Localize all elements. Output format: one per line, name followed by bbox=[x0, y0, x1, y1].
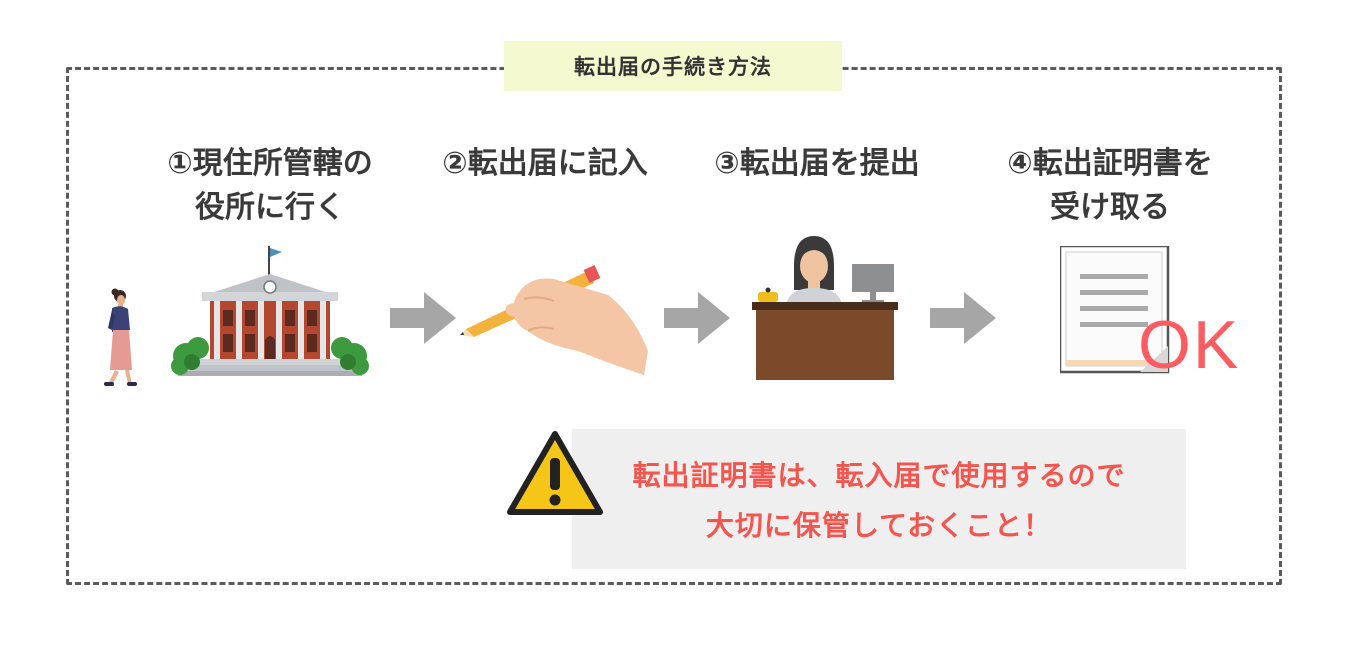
warning-line1: 転出証明書は、転入届で使用するので bbox=[632, 459, 1126, 492]
warning-box bbox=[572, 429, 1186, 569]
hand-writing-icon bbox=[460, 265, 648, 375]
warning-icon bbox=[507, 431, 603, 515]
arrow-right-icon bbox=[664, 292, 730, 344]
step-1-line1: ①現住所管轄の bbox=[167, 146, 373, 181]
warning-line2: 大切に保管しておくこと！ bbox=[705, 509, 1053, 542]
step-4-line2: 受け取る bbox=[1050, 190, 1170, 225]
warning-message: 転出証明書は、転入届で使用するので 大切に保管しておくこと！ bbox=[572, 451, 1186, 551]
city-hall-icon bbox=[171, 246, 369, 376]
step-3-label: ③転出届を提出 bbox=[697, 142, 937, 186]
step-4-label: ④転出証明書を 受け取る bbox=[990, 142, 1230, 230]
walking-person-icon bbox=[104, 288, 137, 386]
arrow-right-icon bbox=[390, 292, 456, 344]
step-1-line2: 役所に行く bbox=[195, 190, 345, 225]
step-2-label: ②転出届に記入 bbox=[420, 142, 670, 186]
step-4-line1: ④転出証明書を bbox=[1007, 146, 1213, 181]
step-1-label: ①現住所管轄の 役所に行く bbox=[150, 142, 390, 230]
document-icon bbox=[1060, 246, 1170, 374]
step-2-line1: ②転出届に記入 bbox=[442, 146, 648, 181]
diagram-title: 転出届の手続き方法 bbox=[504, 41, 842, 91]
reception-desk-icon bbox=[752, 236, 898, 380]
step-3-line1: ③転出届を提出 bbox=[714, 146, 920, 181]
arrow-right-icon bbox=[930, 292, 996, 344]
ok-label: OK bbox=[1138, 307, 1241, 383]
